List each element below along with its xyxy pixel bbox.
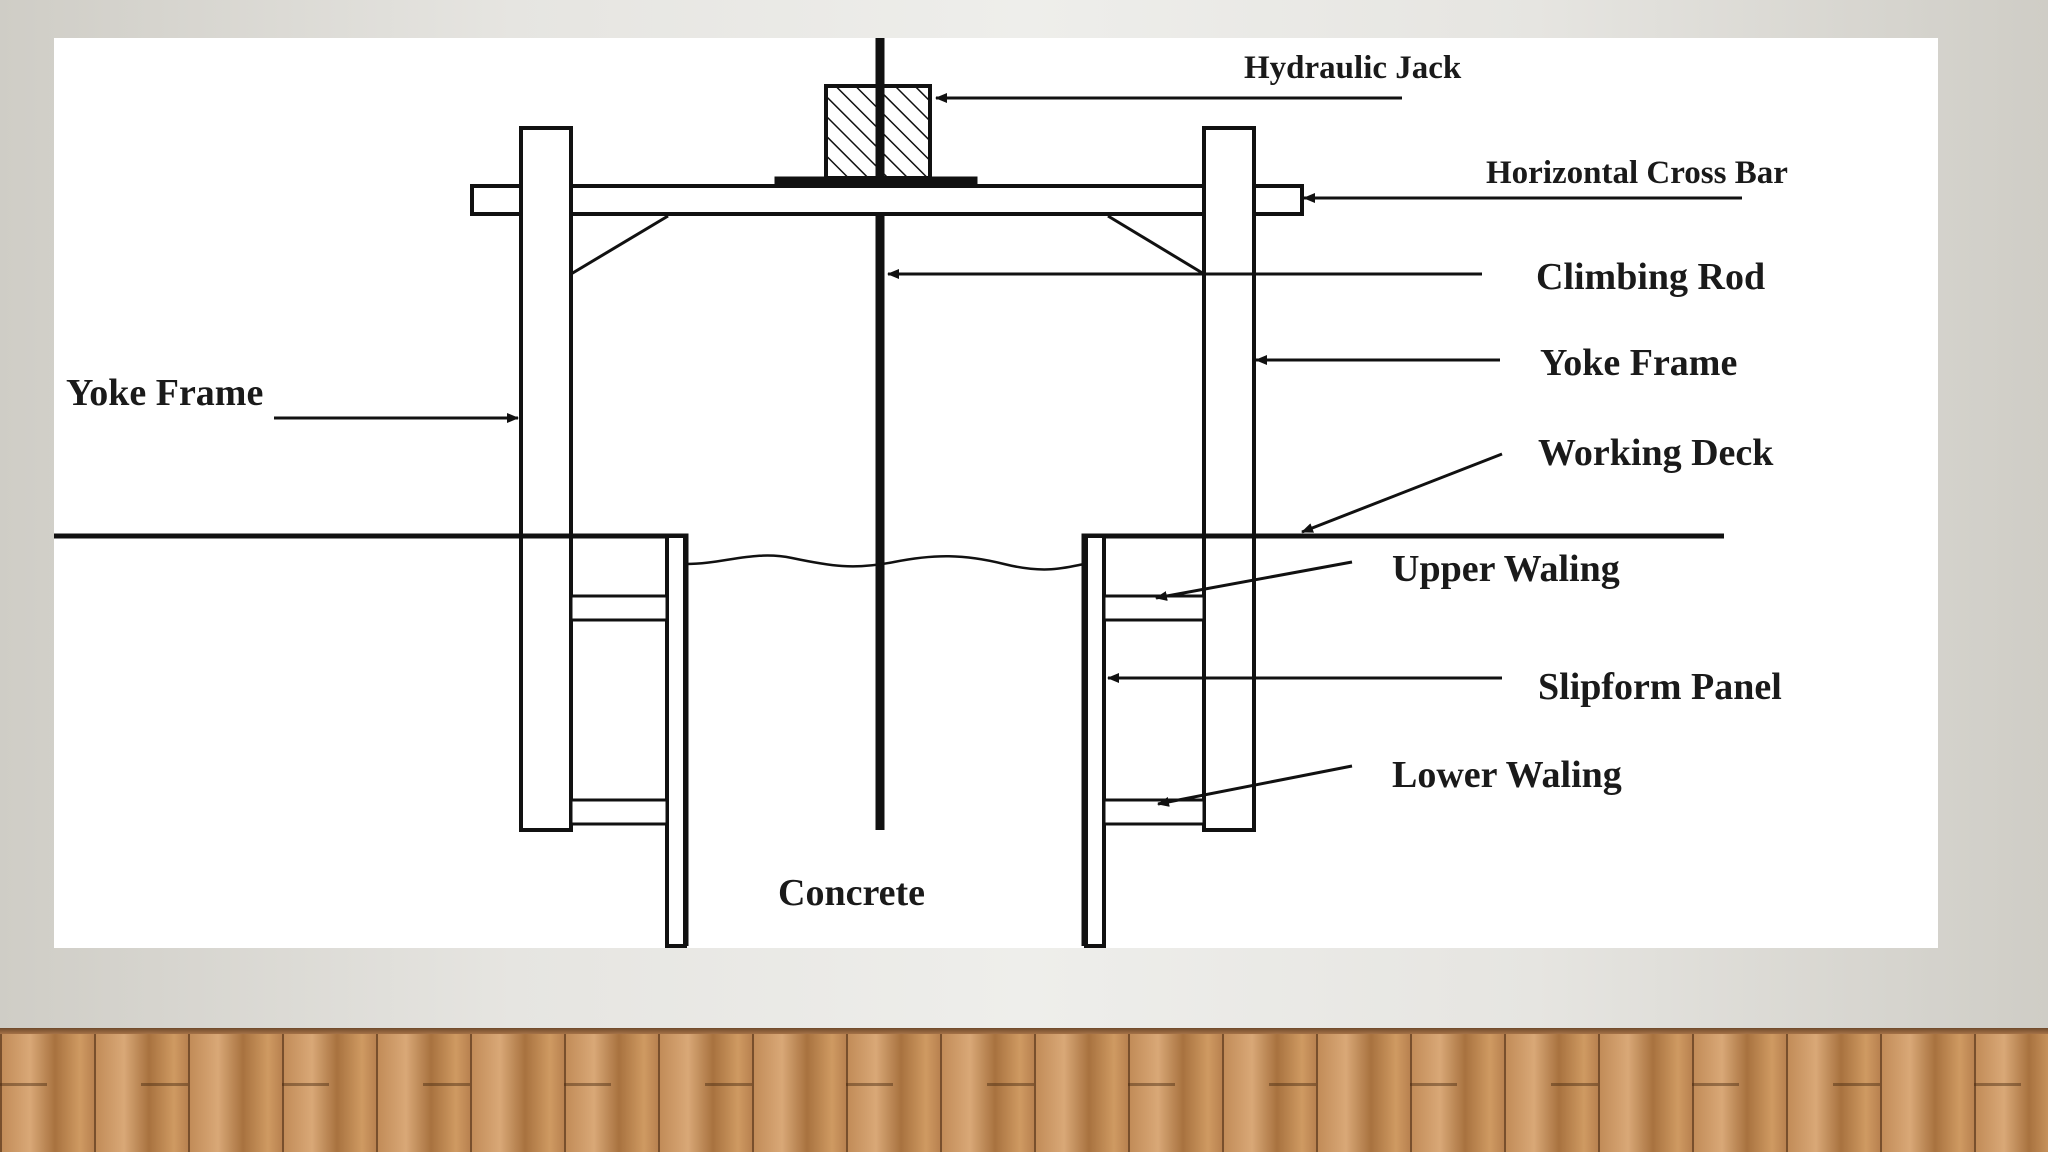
label-yoke-frame-right: Yoke Frame xyxy=(1540,342,1738,384)
lower-waling-right xyxy=(1102,798,1206,826)
label-working-deck: Working Deck xyxy=(1538,432,1774,474)
concrete-surface xyxy=(685,554,1085,571)
arrow-lower-waling xyxy=(1157,764,1353,807)
lower-waling-left xyxy=(569,798,669,826)
slipform-diagram xyxy=(54,38,1742,948)
wooden-floor xyxy=(0,1028,2048,1152)
arrow-working-deck xyxy=(1301,452,1503,534)
label-lower-waling: Lower Waling xyxy=(1392,754,1622,796)
arrow-upper-waling xyxy=(1155,560,1353,601)
brace-right xyxy=(1107,214,1205,276)
slipform-panel-left xyxy=(665,534,687,948)
label-slipform-panel: Slipform Panel xyxy=(1538,666,1782,708)
label-horizontal-cross-bar: Horizontal Cross Bar xyxy=(1486,155,1788,191)
label-concrete: Concrete xyxy=(778,872,926,914)
label-upper-waling: Upper Waling xyxy=(1392,548,1620,590)
jack-base-plate xyxy=(774,176,978,186)
slipform-panel-right xyxy=(1084,534,1106,948)
label-hydraulic-jack: Hydraulic Jack xyxy=(1244,50,1462,86)
label-climbing-rod: Climbing Rod xyxy=(1536,256,1766,298)
horizontal-cross-bar xyxy=(470,184,1304,216)
label-yoke-frame-left: Yoke Frame xyxy=(66,372,264,414)
diagram-panel: Hydraulic Jack Horizontal Cross Bar Clim… xyxy=(54,38,1938,948)
upper-waling-left xyxy=(569,594,669,622)
yoke-frame-right xyxy=(1202,126,1256,832)
brace-left xyxy=(570,214,669,276)
upper-waling-right xyxy=(1102,594,1206,622)
hydraulic-jack xyxy=(824,84,932,180)
yoke-frame-left xyxy=(519,126,573,832)
